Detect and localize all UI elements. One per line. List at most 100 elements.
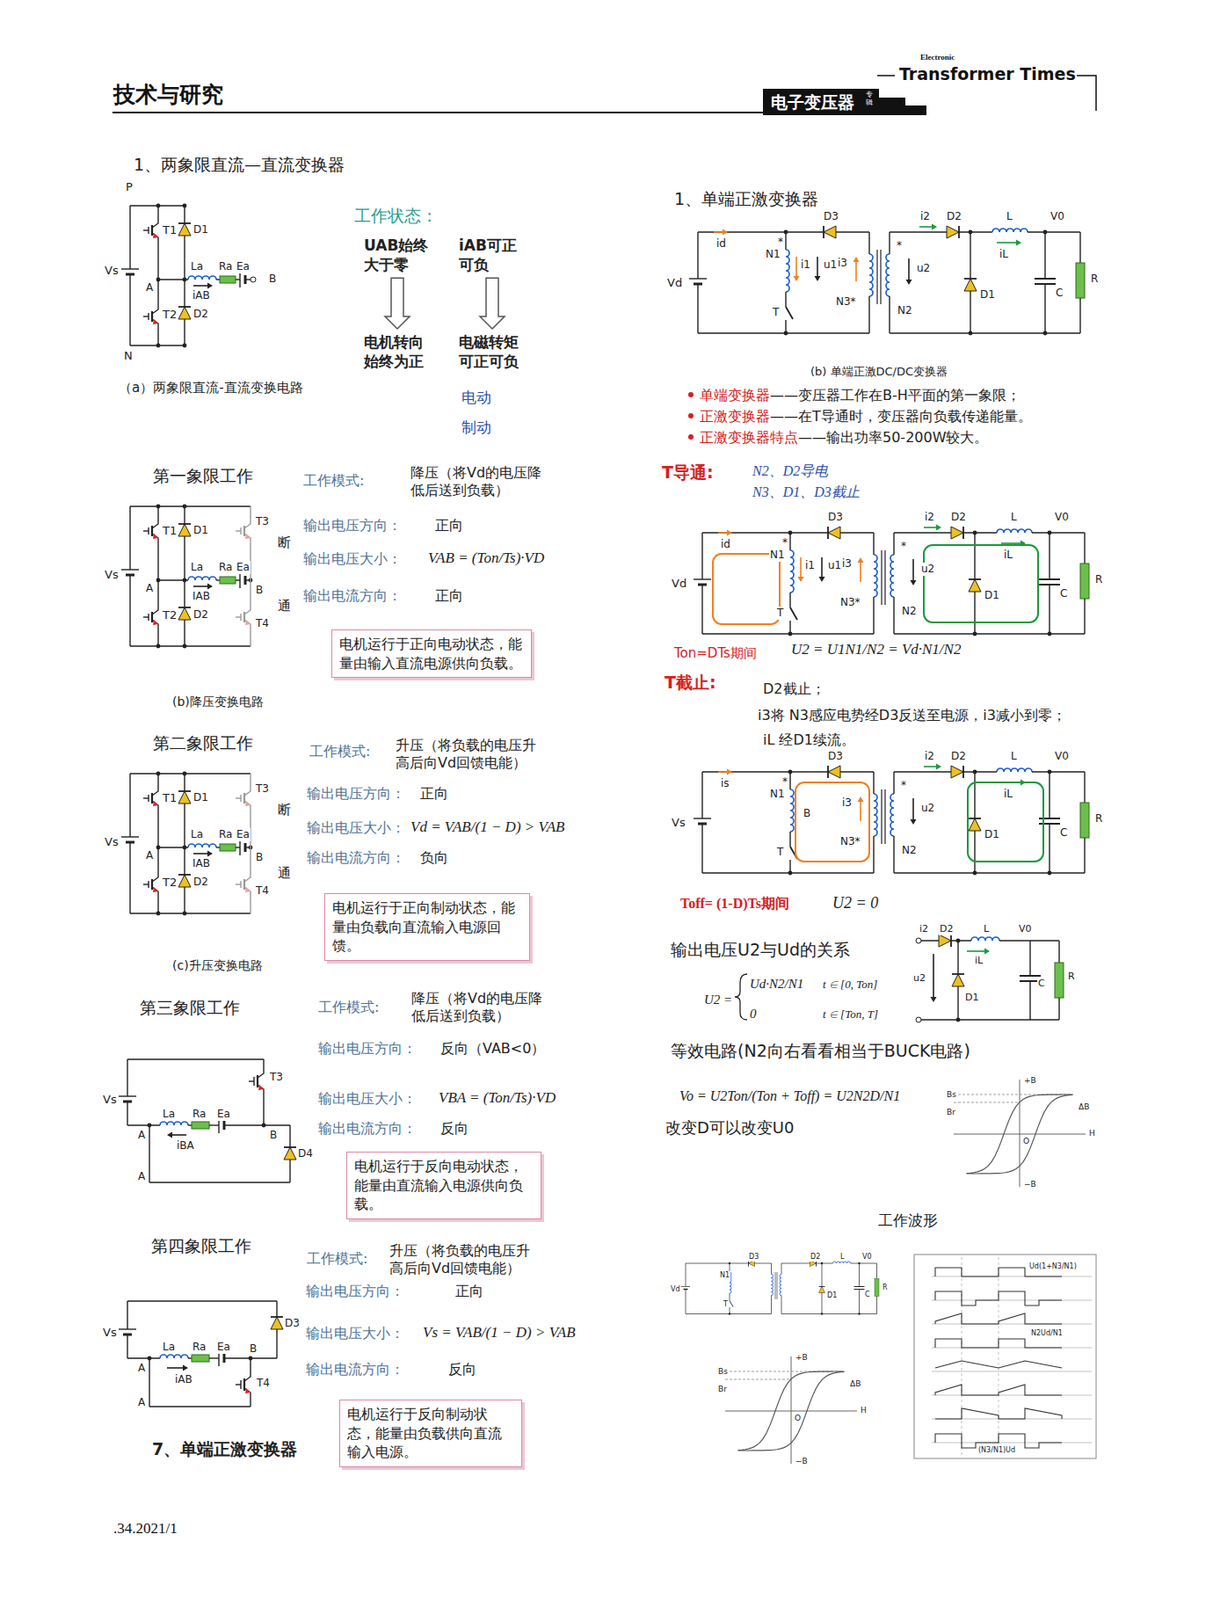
current-arrow bbox=[713, 231, 723, 233]
text-label: La bbox=[161, 1107, 176, 1121]
text-label: ——输出功率50-200W较大。 bbox=[797, 428, 990, 447]
text-label: Transformer Times bbox=[898, 64, 1077, 86]
text-label: i1 bbox=[804, 559, 816, 573]
text-label: D1 bbox=[964, 991, 980, 1004]
text-label: Vs bbox=[103, 835, 120, 850]
wire bbox=[697, 283, 698, 334]
text-label: 输出电压大小： bbox=[305, 1324, 406, 1343]
text-label: 工作状态： bbox=[353, 205, 439, 227]
text-label: T bbox=[771, 305, 780, 320]
wire bbox=[872, 835, 874, 873]
diode-symbol bbox=[178, 223, 191, 236]
battery-symbol bbox=[121, 835, 139, 837]
wire bbox=[858, 1263, 860, 1287]
text-label: D2 bbox=[950, 510, 967, 524]
diode-symbol bbox=[938, 934, 952, 947]
text-label: Ra bbox=[217, 828, 233, 842]
text-label: Vd bbox=[666, 276, 683, 291]
wire bbox=[149, 1181, 291, 1183]
transformer-core bbox=[884, 550, 886, 605]
text-label: ΔB bbox=[849, 1379, 862, 1389]
wire bbox=[701, 771, 703, 819]
text-label: 输出电流方向： bbox=[305, 1360, 406, 1379]
wire bbox=[130, 645, 251, 647]
text-label: i1 bbox=[799, 258, 812, 272]
text-label: iBA bbox=[175, 1139, 196, 1153]
arrow-head bbox=[906, 279, 913, 285]
chopper-circuit bbox=[121, 203, 256, 349]
wire bbox=[235, 278, 240, 280]
guide-line bbox=[961, 1256, 963, 1456]
wire bbox=[1029, 940, 1031, 976]
winding-symbol bbox=[890, 554, 894, 597]
wire bbox=[235, 846, 240, 848]
text-label: 反向（VAB<0） bbox=[439, 1039, 546, 1058]
brace bbox=[734, 973, 748, 1020]
transistor-arrow bbox=[152, 319, 159, 325]
text-label: t ∈ [0, Ton] bbox=[821, 977, 879, 992]
forward-converter-circuit bbox=[693, 524, 1090, 637]
junction-dot bbox=[857, 1262, 860, 1264]
text-label: u1 bbox=[827, 559, 843, 573]
text-label: 正激变换器特点 bbox=[698, 428, 799, 447]
diode-symbol bbox=[968, 579, 981, 592]
junction-dot bbox=[156, 771, 161, 777]
diode-symbol bbox=[178, 305, 191, 308]
transistor-symbol bbox=[151, 525, 153, 537]
wire bbox=[209, 1357, 219, 1359]
battery-symbol bbox=[239, 839, 240, 856]
text-label: A bbox=[137, 1361, 146, 1375]
wire bbox=[858, 1289, 860, 1315]
junction-dot bbox=[784, 230, 789, 235]
text-label: 正激变换器 bbox=[698, 407, 771, 426]
wire bbox=[129, 274, 131, 346]
wire bbox=[702, 632, 874, 634]
diode-symbol bbox=[748, 1260, 749, 1267]
wire bbox=[685, 1263, 772, 1264]
wire bbox=[245, 278, 251, 280]
text-label: D1 bbox=[192, 791, 210, 805]
text-label: −B bbox=[794, 1456, 809, 1467]
inductor-symbol bbox=[833, 1261, 851, 1264]
junction-dot bbox=[261, 1123, 267, 1128]
text-label: T bbox=[776, 606, 785, 620]
junction-dot bbox=[182, 504, 188, 509]
wire bbox=[188, 1124, 192, 1126]
hysteresis-loop bbox=[738, 1371, 844, 1451]
text-label: T2 bbox=[161, 608, 178, 623]
arrow-head bbox=[798, 576, 805, 582]
wire bbox=[1048, 532, 1050, 580]
text-label: 反向 bbox=[447, 1360, 478, 1379]
wire bbox=[157, 810, 159, 872]
wire bbox=[850, 1263, 878, 1264]
terminal bbox=[915, 937, 922, 944]
junction-dot bbox=[788, 631, 793, 637]
transistor-symbol bbox=[243, 792, 246, 804]
wire bbox=[893, 771, 894, 794]
junction-dot bbox=[968, 230, 974, 235]
text-label: R bbox=[1094, 573, 1104, 587]
transistor-symbol bbox=[235, 1383, 241, 1385]
wire bbox=[188, 1357, 192, 1359]
text-label: iL bbox=[1002, 787, 1014, 801]
text-label: T1 bbox=[161, 223, 178, 238]
chopper-circuit bbox=[121, 504, 253, 649]
junction-dot bbox=[857, 1312, 860, 1315]
text-label: N2 bbox=[900, 604, 918, 618]
text-label: 通 bbox=[276, 597, 292, 615]
node-text: 电机运行于正向电动状态，能量由输入直流电源供向负载。 bbox=[339, 634, 524, 673]
text-label: N3* bbox=[835, 295, 858, 309]
text-label: C bbox=[1037, 977, 1046, 990]
text-label: VAB = (Ton/Ts)·VD bbox=[427, 548, 545, 567]
text-label: 技术与研究 bbox=[112, 80, 225, 109]
header-rule bbox=[1074, 75, 1097, 111]
text-label: T导通: bbox=[660, 462, 715, 484]
text-label: N1 bbox=[719, 1271, 731, 1280]
state-text: iAB可正可负 bbox=[457, 235, 528, 275]
transistor-arrow bbox=[152, 232, 159, 239]
diode-symbol bbox=[951, 973, 965, 987]
text-label: D2 bbox=[192, 875, 210, 889]
text-label: N bbox=[123, 348, 134, 364]
